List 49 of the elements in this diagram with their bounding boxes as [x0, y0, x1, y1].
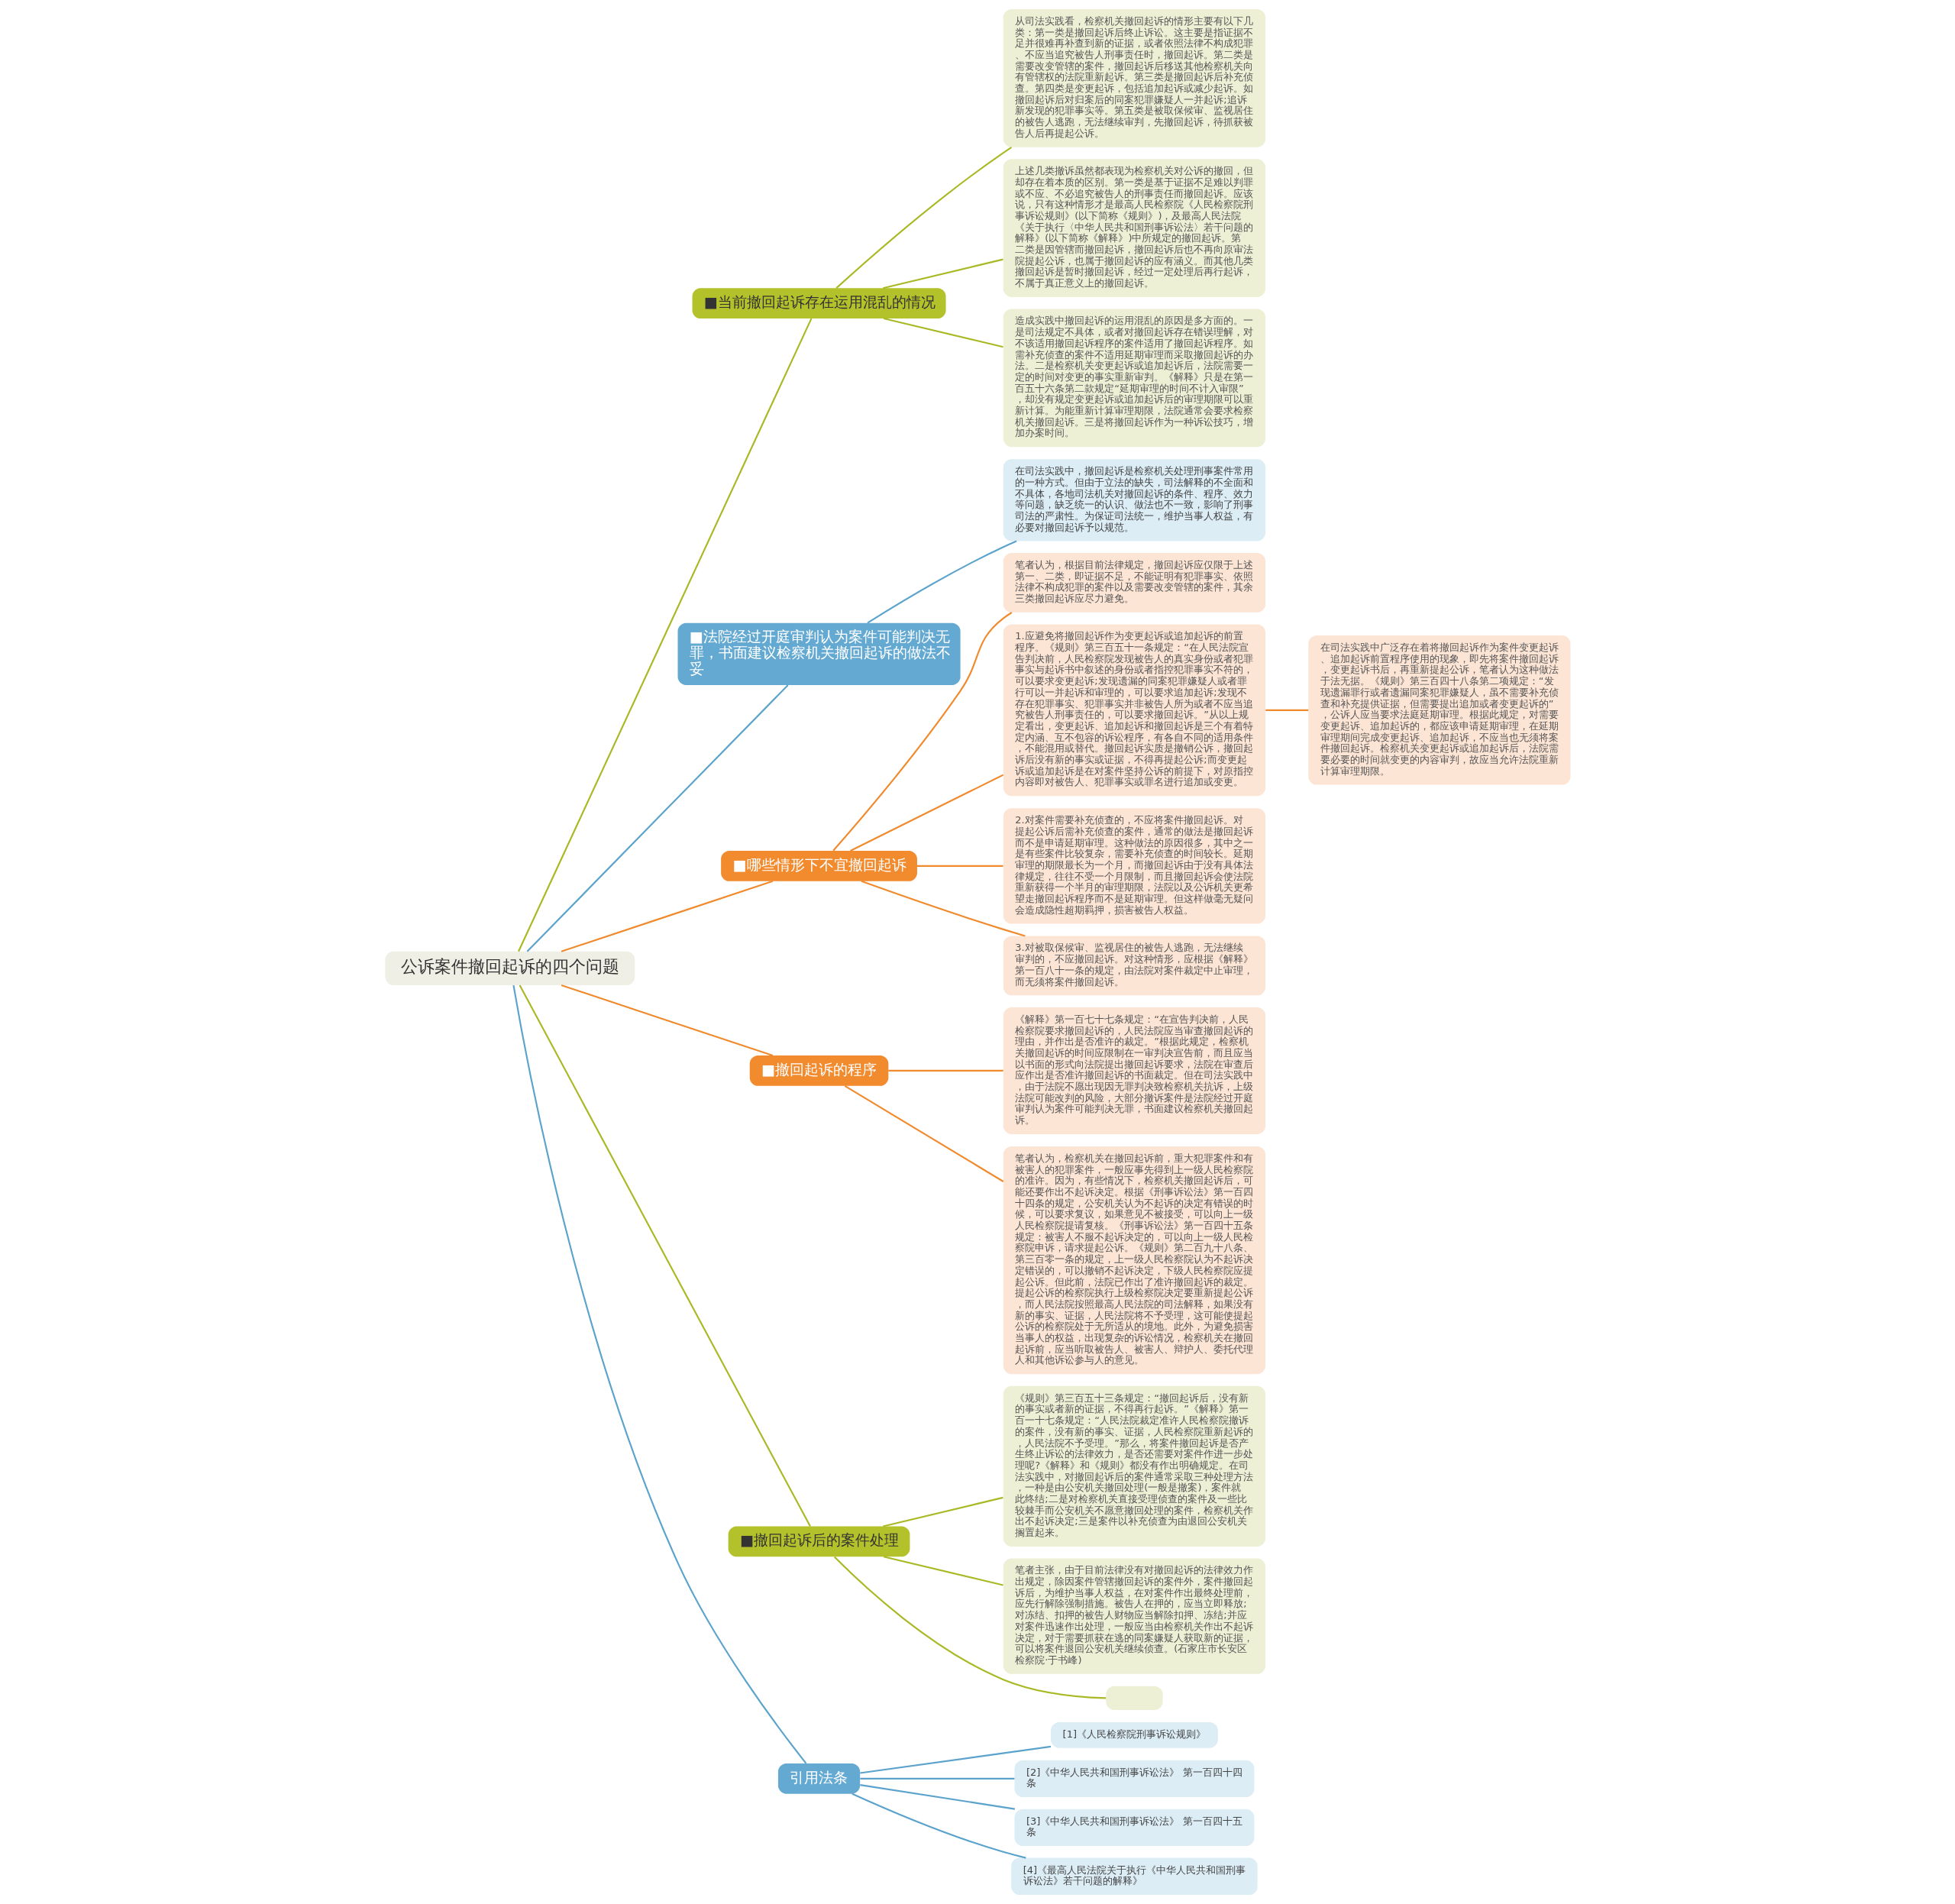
- connector: [849, 774, 1003, 852]
- node-box: 2.对案件需要补充侦查的，不应将案件撤回起诉。对提起公诉后需补充侦查的案件，通常的做法是撤回起诉而不是申请延期审理。这种做法的原因很多，其中之一是有些案件比较复杂，需要补充侦查的时间较长。延期审理的期限最长为一个月，而撤回起诉由于没有具体法律规定，往往不受一个月限制，而且撤回起诉会使法院重新获得一个半月的审理期限，法院以及公诉机关更希望走撤回起诉程序而不是延期审理。但这样做毫无疑问会造成隐性超期羁押，损害被告人权益。: [1003, 808, 1265, 924]
- connector: [561, 880, 773, 952]
- node-box: [3]《中华人民共和国刑事诉讼法》 第一百四十五条: [1014, 1809, 1254, 1847]
- connector: [1265, 709, 1308, 711]
- connector: [835, 146, 1012, 289]
- connector: [859, 1745, 1051, 1774]
- node-box: 笔者认为，根据目前法律规定，撤回起诉应仅限于上述第一、二类，即证据不足，不能证明有犯罪事实、依照法律不构成犯罪的案件以及需要改变管辖的案件，其余三类撤回起诉应尽力避免。: [1003, 553, 1265, 613]
- connector: [859, 1777, 1014, 1780]
- node-box: 笔者认为，检察机关在撤回起诉前，重大犯罪案件和有被害人的犯罪案件，一般应事先得到上一级人民检察院的准许。因为，有些情况下，检察机关撤回起诉后，可能还要作出不起诉决定。根据《刑事诉讼法》第一百四十四条的规定，公安机关认为不起诉的决定有错误的时候，可以要求复议，如果意见不被接受，可以向上一级人民检察院提请复核。《刑事诉讼法》第一百四十五条规定：被害人不服不起诉决定的，可以向上一级人民检察院申诉，请求提起公诉。《规则》第二百九十八条、第三百零一条的规定，上一级人民检察院认为不起诉决定错误的，可以撤销不起诉决定，下级人民检察院应提起公诉。但此前，法院已作出了准许撤回起诉的裁定。提起公诉的检察院执行上级检察院决定要重新提起公诉，而人民法院按照最高人民法院的司法解释，如果没有新的事实、证据，人民法院将不予受理，这可能使提起公诉的检察院处于无所适从的境地。此外，为避免损害当事人的权益，出现复杂的诉讼情况，检察机关在撤回起诉前，应当听取被告人、被害人、辩护人、委托代理人和其他诉讼参与人的意见。: [1003, 1146, 1265, 1375]
- connector: [833, 1556, 1106, 1699]
- node-box: 公诉案件撤回起诉的四个问题: [384, 951, 635, 985]
- node-box: 在司法实践中广泛存在着将撤回起诉作为案件变更起诉、追加起诉前置程序使用的现象，即先将案件撤回起诉，变更起诉书后，再重新提起公诉，笔者认为这种做法于法无据。《规则》第三百四十八条第二项规定：“发现遗漏罪行或者遗漏同案犯罪嫌疑人，虽不需要补充侦查和补充提供证据，但需要提出追加或者变更起诉的”，公诉人应当要求法庭延期审理。根据此规定，对需要变更起诉、追加起诉的，都应该申请延期审理，在延期审理期间完成变更起诉、追加起诉，不应当也无须将案件撤回起诉。检察机关变更起诉或追加起诉后，法院需要必要的时间就变更的内容审判，故应当允许法院重新计算审理期限。: [1307, 635, 1571, 785]
- node-box: [2]《中华人民共和国刑事诉讼法》 第一百四十四条: [1014, 1760, 1254, 1798]
- node-box: 从司法实践看，检察机关撤回起诉的情形主要有以下几类：第一类是撤回起诉后终止诉讼。这主要是指证据不足并很难再补查到新的证据，或者依照法律不构成犯罪、不应当追究被告人刑事责任时，撤回起诉。第二类是需要改变管辖的案件，撤回起诉后移送其他检察机关向有管辖权的法院重新起诉。第三类是撤回起诉后补充侦查。第四类是变更起诉，包括追加起诉或减少起诉。如撤回起诉后对归案后的同案犯罪嫌疑人一并起诉;追诉新发现的犯罪事实等。第五类是被取保候审、监视居住的被告人逃跑，无法继续审判，先撤回起诉，待抓获被告人后再提起公诉。: [1003, 8, 1265, 147]
- connector: [851, 1792, 1026, 1859]
- connector: [882, 1496, 1003, 1527]
- connector: [832, 612, 1012, 852]
- connector: [859, 1784, 1015, 1810]
- node-box: 引用法条: [777, 1763, 860, 1794]
- node-box: [1105, 1686, 1163, 1710]
- connector: [526, 684, 789, 952]
- node-box: 上述几类撤诉虽然都表现为检察机关对公诉的撤回，但却存在着本质的区别。第一类是基于证据不足难以判罪或不应、不必追究被告人的刑事责任而撤回起诉。应该说，只有这种情形才是最高人民检察院《人民检察院刑事诉讼规则》(以下简称《规则》)，及最高人民法院《关于执行〈中华人民共和国刑事诉讼法〉若干问题的解释》(以下简称《解释》)中所规定的撤回起诉。第二类是因管辖而撤回起诉，撤回起诉后也不再向原审法院提起公诉，也属于撤回起诉的应有涵义。而其他几类撤回起诉是暂时撤回起诉，经过一定处理后再行起诉，不属于真正意义上的撤回起诉。: [1003, 159, 1265, 297]
- node-box: ■哪些情形下不宜撤回起诉: [720, 851, 917, 881]
- connector: [561, 984, 773, 1057]
- node-box: 笔者主张，由于目前法律没有对撤回起诉的法律效力作出规定，除因案件管辖撤回起诉的案件外，案件撤回起诉后，为维护当事人权益，在对案件作出最终处理前，应先行解除强制措施。被告人在押的，应当立即释放;对冻结、扣押的被告人财物应当解除扣押、冻结;并应对案件迅速作出处理，一般应当由检察机关作出不起诉决定，对于需要抓获在逃的同案嫌疑人获取新的证据，可以将案件退回公安机关继续侦查。(石家庄市长安区检察院·于书峰): [1003, 1558, 1265, 1674]
- node-box: 《解释》第一百七十七条规定：“在宣告判决前，人民检察院要求撤回起诉的，人民法院应当审查撤回起诉的理由，并作出是否准许的裁定。”根据此规定，检察机关撤回起诉的时间应限制在一审判决宣告前，而且应当以书面的形式向法院提出撤回起诉要求，法院在审查后应作出是否准许撤回起诉的书面裁定。但在司法实践中，由于法院不愿出现因无罪判决致检察机关抗诉，上级法院可能改判的风险，大部分撤诉案件是法院经过开庭审判认为案件可能判决无罪，书面建议检察机关撤回起诉。: [1003, 1007, 1265, 1134]
- node-box: ■法院经过开庭审判认为案件可能判决无罪，书面建议检察机关撤回起诉的做法不妥: [677, 622, 961, 685]
- node-box: 3.对被取保候审、监视居住的被告人逃跑，无法继续审判的，不应撤回起诉。对这种情形，应根据《解释》第一百八十一条的规定，由法院对案件裁定中止审理，而无须将案件撤回起诉。: [1003, 936, 1265, 996]
- node-box: ■撤回起诉的程序: [749, 1055, 888, 1086]
- connector: [883, 1556, 1003, 1586]
- connector: [883, 318, 1003, 348]
- connector: [866, 540, 1016, 624]
- node-box: 《规则》第三百五十三条规定：“撤回起诉后，没有新的事实或者新的证据，不得再行起诉。”《解释》第一百一十七条规定：“人民法院裁定准许人民检察院撤诉的案件，没有新的事实、证据，人民检察院重新起诉的，人民法院不予受理。”那么，将案件撤回起诉是否产生终止诉讼的法律效力，是否还需要对案件作进一步处理呢?《解释》和《规则》都没有作出明确规定。在司法实践中，对撤回起诉后的案件通常采取三种处理方法，一种是由公安机关撤回处理(一般是撤案)，案件就此终结;二是对检察机关直接受理侦查的案件及一些比较棘手而公安机关不愿意撤回处理的案件，检察机关作出不起诉决定;三是案件以补充侦查为由退回公安机关搁置起来。: [1003, 1385, 1265, 1547]
- node-box: 在司法实践中，撤回起诉是检察机关处理刑事案件常用的一种方式。但由于立法的缺失，司法解释的不全面和不具体，各地司法机关对撤回起诉的条件、程序、效力等问题，缺乏统一的认识、做法也不一致，影响了刑事司法的严肃性。为保证司法统一，维护当事人权益，有必要对撤回起诉予以规范。: [1003, 459, 1265, 541]
- connector: [512, 984, 806, 1764]
- connector: [882, 258, 1003, 289]
- connector: [887, 1069, 1003, 1072]
- node-box: [4]《最高人民法院关于执行《中华人民共和国刑事诉讼法》若干问题的解释》: [1010, 1857, 1258, 1896]
- node-box: ■当前撤回起诉存在运用混乱的情况: [692, 288, 946, 319]
- connector: [861, 880, 1026, 937]
- connector: [519, 984, 811, 1527]
- connector: [844, 1085, 1003, 1182]
- node-box: 1.应避免将撤回起诉作为变更起诉或追加起诉的前置程序。《规则》第三百五十一条规定：“在人民法院宣告判决前，人民检察院发现被告人的真实身份或者犯罪事实与起诉书中叙述的身份或者指控犯罪事实不符的，可以要求变更起诉;发现遗漏的同案犯罪嫌疑人或者罪行可以一并起诉和审理的，可以要求追加起诉;发现不存在犯罪事实、犯罪事实并非被告人所为或者不应当追究被告人刑事责任的，可以要求撤回起诉。”从以上规定看出，变更起诉、追加起诉和撤回起诉是三个有着特定内涵、互不包容的诉讼程序，有各自不同的适用条件，不能混用或替代。撤回起诉实质是撤销公诉，撤回起诉后没有新的事实或证据，不得再提起公诉;而变更起诉或追加起诉是在对案件坚持公诉的前提下，对原指控内容即对被告人、犯罪事实或罪名进行追加或变更。: [1003, 624, 1265, 797]
- connector: [916, 865, 1003, 867]
- connector: [517, 318, 812, 952]
- node-box: ■撤回起诉后的案件处理: [728, 1526, 910, 1557]
- node-box: 造成实践中撤回起诉的运用混乱的原因是多方面的。一是司法规定不具体，或者对撤回起诉存在错误理解，对不该适用撤回起诉程序的案件适用了撤回起诉程序。如需补充侦查的案件不适用延期审理而采取撤回起诉的办法。二是检察机关变更起诉或追加起诉后，法院需要一定的时间对变更的事实重新审判。《解释》只是在第一百五十六条第二款规定“延期审理的时间不计入审限”，却没有规定变更起诉或追加起诉后的审理期限可以重新计算。为能重新计算审理期限，法院通常会要求检察机关撤回起诉。三是将撤回起诉作为一种诉讼技巧，增加办案时间。: [1003, 309, 1265, 448]
- node-box: [1]《人民检察院刑事诉讼规则》: [1050, 1721, 1218, 1748]
